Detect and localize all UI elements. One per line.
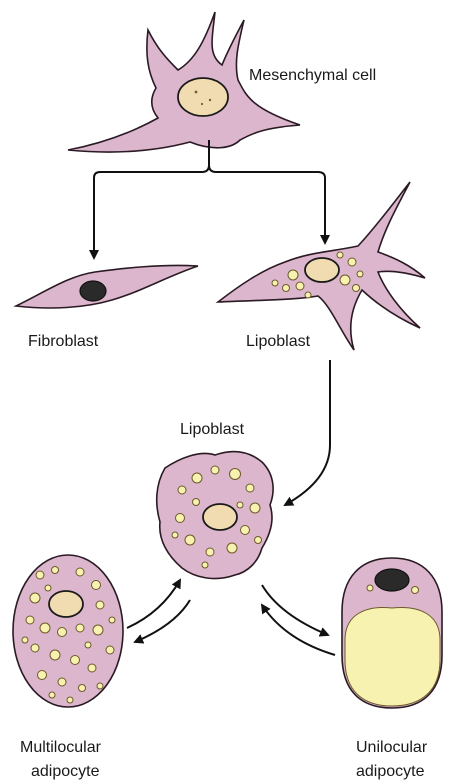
unilocular-nucleus <box>375 569 409 591</box>
branch-arrows <box>94 140 325 258</box>
reversible-arrows-left <box>127 580 190 642</box>
label-multilocular-line1: Multilocular <box>20 739 102 756</box>
label-mesenchymal-cell: Mesenchymal cell <box>249 67 376 84</box>
fibroblast-cell <box>16 265 198 308</box>
label-unilocular-line2: adipocyte <box>356 763 425 780</box>
label-fibroblast: Fibroblast <box>28 333 99 350</box>
reversible-arrows-right <box>262 585 335 655</box>
lipoblast-mid-cell <box>157 451 273 578</box>
multilocular-nucleus <box>49 591 83 617</box>
label-unilocular-line1: Unilocular <box>356 739 428 756</box>
lipoblast-top-cell <box>218 182 425 350</box>
lipoblast-top-nucleus <box>305 258 339 282</box>
mesenchymal-nucleus <box>178 78 228 116</box>
label-lipoblast-top: Lipoblast <box>246 333 311 350</box>
lipoblast-maturation-arrow <box>285 360 330 505</box>
unilocular-lipid-droplet <box>345 607 440 706</box>
multilocular-adipocyte-cell <box>13 555 123 707</box>
label-lipoblast-mid: Lipoblast <box>180 421 245 438</box>
label-multilocular-line2: adipocyte <box>31 763 100 780</box>
fibroblast-nucleus <box>80 281 106 301</box>
lipoblast-mid-nucleus <box>203 504 237 530</box>
unilocular-adipocyte-cell <box>342 558 442 708</box>
